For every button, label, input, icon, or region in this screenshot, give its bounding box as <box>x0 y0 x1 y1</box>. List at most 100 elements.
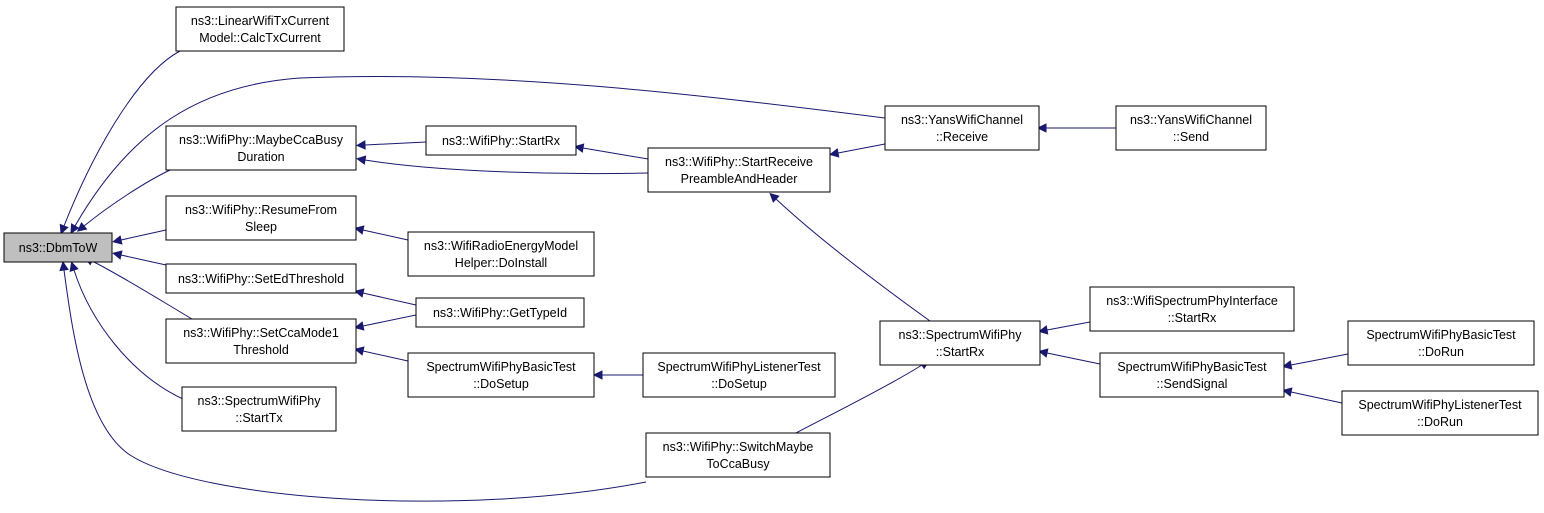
edge-arrow-gettypeid-to-seted <box>354 288 365 298</box>
node-box-specstartrx[interactable] <box>879 320 1041 366</box>
edge-line-startreceive-to-startrx <box>582 147 649 160</box>
node-box-spectx[interactable] <box>181 386 337 432</box>
edge-line-radioenergy-to-resume <box>362 229 409 241</box>
edge-line-startreceive-to-maybecca <box>364 159 649 175</box>
edge-line-linear-to-dbmtow <box>63 50 181 227</box>
node-label-startreceive-line-2: PreambleAndHeader <box>681 172 798 186</box>
node-label-listenerdosetup-line-1: SpectrumWifiPhyListenerTest <box>657 360 821 374</box>
node-box-resume[interactable] <box>165 195 357 241</box>
node-startreceive[interactable]: ns3::WifiPhy::StartReceivePreambleAndHea… <box>647 147 831 193</box>
node-box-gettypeid[interactable] <box>415 297 585 328</box>
node-box-yansreceive[interactable] <box>884 105 1040 151</box>
edges-layer <box>59 50 1349 502</box>
node-box-startreceive[interactable] <box>647 147 831 193</box>
node-box-dbmtow[interactable] <box>3 232 113 263</box>
node-box-basicdorun[interactable] <box>1347 320 1535 366</box>
node-startrx[interactable]: ns3::WifiPhy::StartRx <box>425 125 577 156</box>
node-label-ifacestartrx-line-2: ::StartRx <box>1168 311 1217 325</box>
edge-yansreceive-to-dbmtow <box>70 75 886 234</box>
node-box-linear[interactable] <box>175 6 345 52</box>
node-label-sendsignal-line-1: SpectrumWifiPhyBasicTest <box>1117 360 1267 374</box>
node-box-listenerdorun[interactable] <box>1341 390 1539 436</box>
edge-line-yansreceive-to-dbmtow <box>74 75 886 227</box>
node-label-spectx-line-1: ns3::SpectrumWifiPhy <box>198 394 322 408</box>
edge-arrow-maybecca-to-dbmtow <box>76 221 88 232</box>
node-box-sendsignal[interactable] <box>1099 352 1285 398</box>
edge-arrow-resume-to-dbmtow <box>112 235 123 245</box>
node-radioenergy[interactable]: ns3::WifiRadioEnergyModelHelper::DoInsta… <box>407 231 595 277</box>
node-listenerdorun[interactable]: SpectrumWifiPhyListenerTest::DoRun <box>1341 390 1539 436</box>
edge-arrow-startreceive-to-startrx <box>574 143 585 153</box>
node-box-listenerdosetup[interactable] <box>642 352 836 398</box>
edge-listenerdosetup-to-basicdosetup <box>592 370 643 380</box>
edge-yanssend-to-yansreceive <box>1036 123 1116 133</box>
node-dbmtow[interactable]: ns3::DbmToW <box>3 232 113 263</box>
edge-line-sendsignal-to-specstartrx <box>1046 352 1101 365</box>
node-box-switch[interactable] <box>645 432 831 478</box>
node-label-listenerdosetup-line-2: ::DoSetup <box>711 377 767 391</box>
edge-linear-to-dbmtow <box>59 50 181 235</box>
edge-arrow-startreceive-to-maybecca <box>355 155 367 165</box>
node-basicdorun[interactable]: SpectrumWifiPhyBasicTest::DoRun <box>1347 320 1535 366</box>
node-basicdosetup[interactable]: SpectrumWifiPhyBasicTest::DoSetup <box>407 352 595 398</box>
node-label-setcca-line-1: ns3::WifiPhy::SetCcaMode1 <box>183 326 339 340</box>
edge-line-basicdosetup-to-setcca <box>362 350 409 362</box>
node-label-resume-line-1: ns3::WifiPhy::ResumeFrom <box>185 203 337 217</box>
edge-startrx-to-maybecca <box>355 140 427 150</box>
node-yansreceive[interactable]: ns3::YansWifiChannel::Receive <box>884 105 1040 151</box>
node-label-yansreceive-line-1: ns3::YansWifiChannel <box>901 113 1023 127</box>
node-spectx[interactable]: ns3::SpectrumWifiPhy::StartTx <box>181 386 337 432</box>
node-box-basicdosetup[interactable] <box>407 352 595 398</box>
edge-arrow-yansreceive-to-startreceive <box>829 148 840 158</box>
edge-basicdosetup-to-setcca <box>354 346 409 362</box>
node-gettypeid[interactable]: ns3::WifiPhy::GetTypeId <box>415 297 585 328</box>
node-box-setcca[interactable] <box>165 318 357 364</box>
edge-arrow-radioenergy-to-resume <box>354 225 365 235</box>
edge-specstartrx-to-startreceive <box>769 192 931 322</box>
node-label-sendsignal-line-2: ::SendSignal <box>1157 377 1228 391</box>
node-specstartrx[interactable]: ns3::SpectrumWifiPhy::StartRx <box>879 320 1041 366</box>
node-label-listenerdorun-line-1: SpectrumWifiPhyListenerTest <box>1358 398 1522 412</box>
node-box-yanssend[interactable] <box>1115 105 1267 151</box>
edge-arrow-yanssend-to-yansreceive <box>1036 123 1047 133</box>
node-label-dbmtow-line-1: ns3::DbmToW <box>19 241 98 255</box>
node-yanssend[interactable]: ns3::YansWifiChannel::Send <box>1115 105 1267 151</box>
node-label-maybecca-line-2: Duration <box>237 150 284 164</box>
edge-arrow-listenerdosetup-to-basicdosetup <box>592 370 603 380</box>
node-label-setcca-line-2: Threshold <box>233 343 289 357</box>
node-box-seted[interactable] <box>165 263 357 294</box>
node-label-radioenergy-line-2: Helper::DoInstall <box>455 256 547 270</box>
edge-resume-to-dbmtow <box>112 229 167 245</box>
edge-sendsignal-to-specstartrx <box>1038 348 1101 365</box>
node-seted[interactable]: ns3::WifiPhy::SetEdThreshold <box>165 263 357 294</box>
edge-radioenergy-to-resume <box>354 225 409 241</box>
node-ifacestartrx[interactable]: ns3::WifiSpectrumPhyInterface::StartRx <box>1089 286 1295 332</box>
node-linear[interactable]: ns3::LinearWifiTxCurrentModel::CalcTxCur… <box>175 6 345 52</box>
node-box-startrx[interactable] <box>425 125 577 156</box>
node-label-specstartrx-line-1: ns3::SpectrumWifiPhy <box>899 328 1023 342</box>
node-label-linear-line-2: Model::CalcTxCurrent <box>199 31 321 45</box>
node-label-basicdosetup-line-1: SpectrumWifiPhyBasicTest <box>426 360 576 374</box>
node-label-maybecca-line-1: ns3::WifiPhy::MaybeCcaBusy <box>179 133 344 147</box>
edge-arrow-spectx-to-dbmtow <box>69 261 79 272</box>
edge-gettypeid-to-setcca <box>354 314 417 331</box>
edge-line-switch-to-dbmtow <box>63 269 647 502</box>
edge-arrow-startrx-to-maybecca <box>355 140 366 150</box>
edge-line-setcca-to-dbmtow <box>91 260 193 320</box>
node-box-maybecca[interactable] <box>165 125 357 171</box>
node-box-radioenergy[interactable] <box>407 231 595 277</box>
edge-line-gettypeid-to-setcca <box>362 314 417 327</box>
node-label-yanssend-line-2: ::Send <box>1173 130 1209 144</box>
node-box-ifacestartrx[interactable] <box>1089 286 1295 332</box>
node-listenerdosetup[interactable]: SpectrumWifiPhyListenerTest::DoSetup <box>642 352 836 398</box>
edge-line-maybecca-to-dbmtow <box>83 169 171 227</box>
edge-line-ifacestartrx-to-specstartrx <box>1046 321 1091 331</box>
edge-line-spectx-to-dbmtow <box>73 269 186 401</box>
node-label-startreceive-line-1: ns3::WifiPhy::StartReceive <box>665 155 813 169</box>
node-sendsignal[interactable]: SpectrumWifiPhyBasicTest::SendSignal <box>1099 352 1285 398</box>
